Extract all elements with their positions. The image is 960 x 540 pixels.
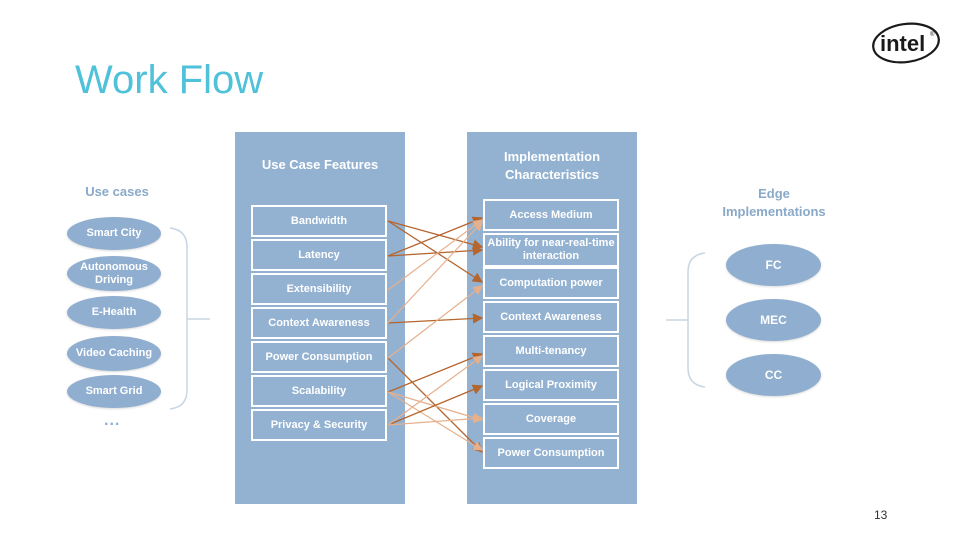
feature-bandwidth: Bandwidth [251,205,387,237]
use-cases-bracket [169,227,210,410]
characteristic-power-consumption: Power Consumption [483,437,619,469]
characteristic-coverage: Coverage [483,403,619,435]
edge-cc: CC [726,354,821,396]
characteristic-logical-proximity: Logical Proximity [483,369,619,401]
characteristic-multi-tenancy: Multi-tenancy [483,335,619,367]
feature-power-consumption: Power Consumption [251,341,387,373]
feature-extensibility: Extensibility [251,273,387,305]
use-case-e-health: E-Health [67,296,161,329]
feature-latency: Latency [251,239,387,271]
svg-text:®: ® [930,31,935,38]
use-case-smart-city: Smart City [67,217,161,250]
characteristic-computation-power: Computation power [483,267,619,299]
edge-mec: MEC [726,299,821,341]
page-number: 13 [874,508,888,522]
use-cases-label: Use cases [85,184,149,199]
feature-privacy-security: Privacy & Security [251,409,387,441]
use-case-features-header: Use Case Features [261,157,379,172]
edge-implementations-label: Edge Implementations [722,186,826,219]
intel-logo: intel ® [870,20,942,66]
use-case-smart-grid: Smart Grid [67,375,161,408]
page-title: Work Flow [75,58,264,102]
feature-context-awareness: Context Awareness [251,307,387,339]
more-use-cases-ellipsis: ... [104,412,121,429]
edge-fc: FC [726,244,821,286]
feature-scalability: Scalability [251,375,387,407]
implementation-characteristics-header: Implementation Characteristics [503,149,601,182]
use-case-autonomous-driving: Autonomous Driving [67,256,161,291]
svg-text:intel: intel [880,31,925,56]
characteristic-context-awareness: Context Awareness [483,301,619,333]
use-case-video-caching: Video Caching [67,336,161,371]
characteristic-near-real-time-interaction: Ability for near-real-time interaction [483,233,619,267]
characteristic-access-medium: Access Medium [483,199,619,231]
edge-implementations-bracket [666,252,706,388]
